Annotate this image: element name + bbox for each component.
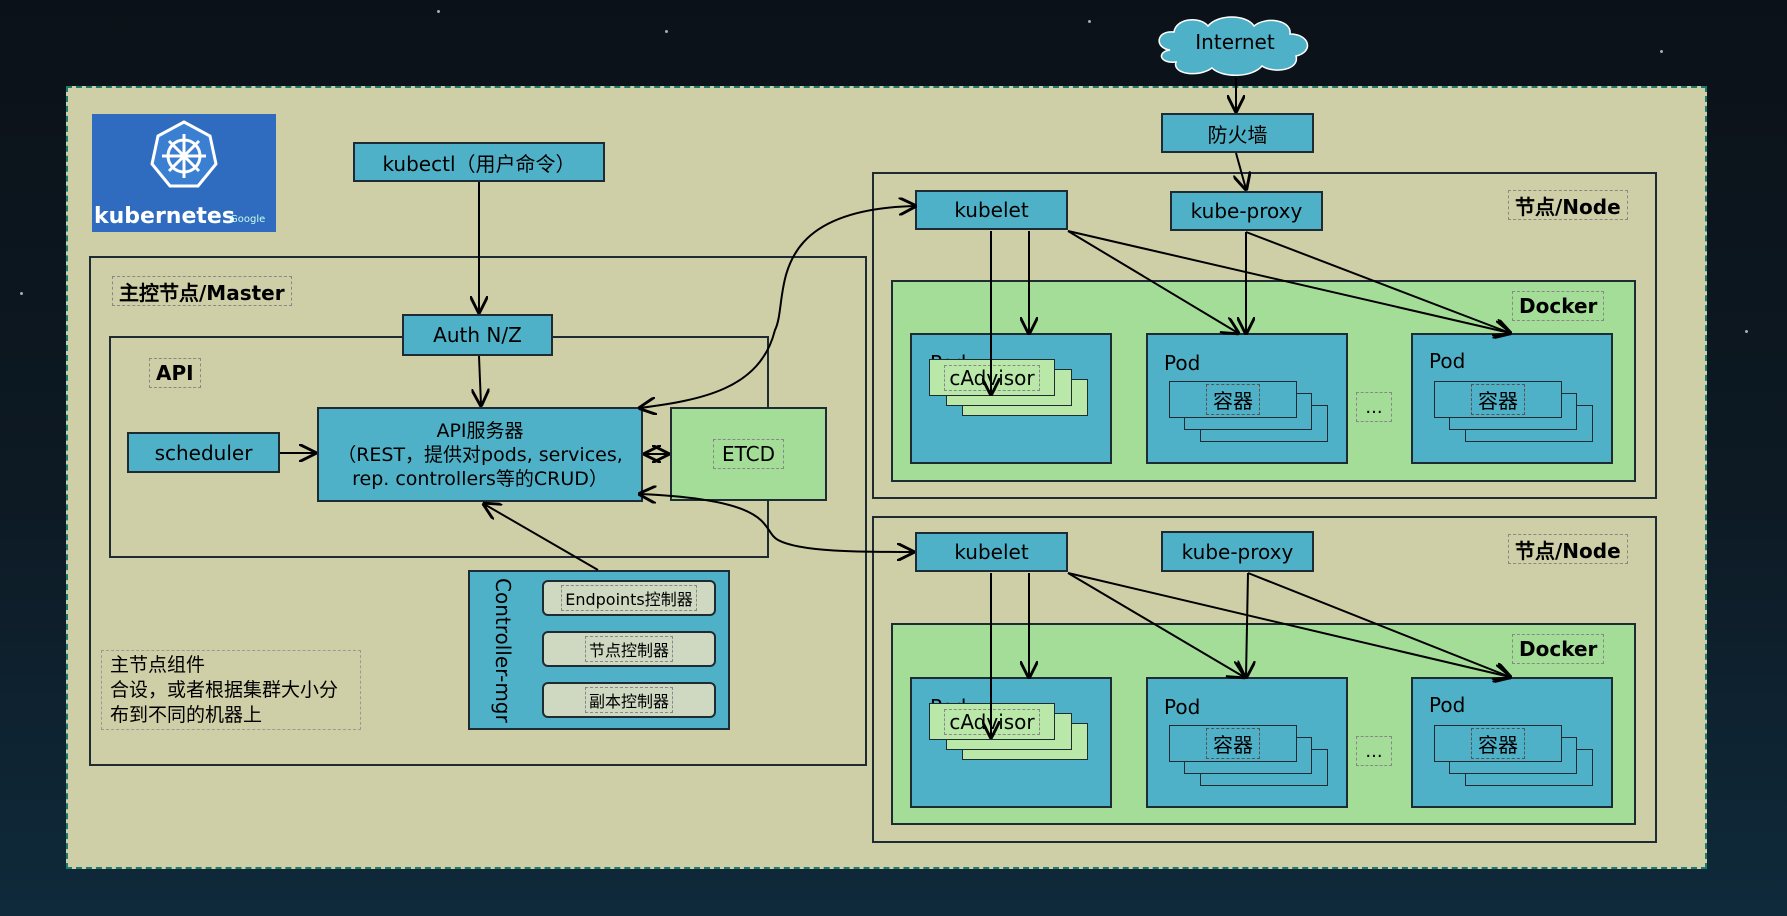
n1-kubelet-pod2 (1067, 230, 1238, 333)
node-1-pod-3: Pod 容器 (1411, 333, 1613, 464)
replica-controller-label: 副本控制器 (584, 687, 673, 713)
node-2-ellipsis: ... (1356, 736, 1392, 766)
kubernetes-logo: kubernetes Google (92, 114, 276, 232)
star (1745, 330, 1748, 333)
n1-proxy-pod3 (1245, 231, 1510, 333)
api-title: API (149, 358, 201, 388)
logo-sub: Google (230, 214, 266, 225)
master-note-line-3: 布到不同的机器上 (110, 704, 263, 726)
node-2-kubelet: kubelet (915, 532, 1068, 572)
endpoints-controller-label: Endpoints控制器 (561, 585, 697, 611)
master-title: 主控节点/Master (112, 276, 292, 306)
controller-mgr-label: Controller-mgr (491, 578, 515, 723)
etcd-label: ETCD (712, 439, 785, 469)
node-2-kube-proxy: kube-proxy (1161, 531, 1314, 572)
node-controller: 节点控制器 (542, 631, 716, 667)
api-server-line-1: API服务器 (436, 419, 524, 442)
logo-text: kubernetes (94, 204, 235, 229)
n1-kubelet-pod3 (1067, 230, 1510, 333)
replica-controller: 副本控制器 (542, 682, 716, 718)
node-2-group (872, 516, 1657, 843)
star (437, 10, 440, 13)
star (1660, 50, 1663, 53)
star (1088, 20, 1091, 23)
node-1-docker-label: Docker (1512, 291, 1605, 321)
internet-cloud (1158, 16, 1309, 76)
kubectl-box: kubectl（用户命令） (353, 142, 605, 182)
master-note: 主节点组件 合设，或者根据集群大小分 布到不同的机器上 (101, 650, 361, 730)
node-1-kube-proxy: kube-proxy (1170, 191, 1323, 231)
auth-to-api-arrow (479, 355, 481, 405)
api-to-kubelet-1-arrow (640, 206, 915, 408)
container-box: 容器 (1169, 381, 1297, 418)
controller-to-api-arrow (484, 504, 599, 571)
internet-label: Internet (1195, 30, 1275, 54)
scheduler-box: scheduler (127, 432, 280, 473)
pod-label: Pod (1429, 693, 1466, 717)
firewall-to-proxy-arrow (1236, 152, 1246, 189)
firewall-box: 防火墙 (1161, 113, 1314, 153)
n2-proxy-pod3 (1247, 572, 1510, 677)
node-2-docker-label: Docker (1512, 634, 1605, 664)
auth-box: Auth N/Z (402, 314, 553, 356)
container-box: 容器 (1434, 381, 1562, 418)
master-note-line-1: 主节点组件 (110, 654, 206, 676)
master-note-line-2: 合设，或者根据集群大小分 (110, 679, 339, 701)
api-to-kubelet-2-arrow (640, 494, 913, 552)
api-server-line-3: rep. controllers等的CRUD） (352, 467, 608, 490)
container-label: 容器 (1471, 384, 1525, 415)
pod-label: Pod (1164, 351, 1201, 375)
node-1-ellipsis: ... (1356, 392, 1392, 422)
node-1-pod-2: Pod 容器 (1146, 333, 1348, 464)
container-box: 容器 (1169, 725, 1297, 762)
api-server-line-2: （REST，提供对pods, services, (337, 443, 623, 466)
node-1-title: 节点/Node (1508, 190, 1628, 220)
star (665, 30, 668, 33)
pod-label: Pod (1429, 349, 1466, 373)
container-label: 容器 (1206, 728, 1260, 759)
endpoints-controller: Endpoints控制器 (542, 580, 716, 616)
n2-kubelet-pod3 (1067, 572, 1510, 677)
container-label: 容器 (1206, 384, 1260, 415)
node-controller-label: 节点控制器 (584, 636, 673, 662)
star (20, 292, 23, 295)
container-box: 容器 (1434, 725, 1562, 762)
api-server-box: API服务器 （REST，提供对pods, services, rep. con… (317, 407, 643, 502)
n2-proxy-pod2 (1246, 572, 1248, 677)
pod-label: Pod (1164, 695, 1201, 719)
helm-icon (150, 120, 218, 188)
n2-kubelet-pod2 (1067, 572, 1244, 677)
node-2-title: 节点/Node (1508, 534, 1628, 564)
node-2-pod-2: Pod 容器 (1146, 677, 1348, 808)
container-label: 容器 (1471, 728, 1525, 759)
